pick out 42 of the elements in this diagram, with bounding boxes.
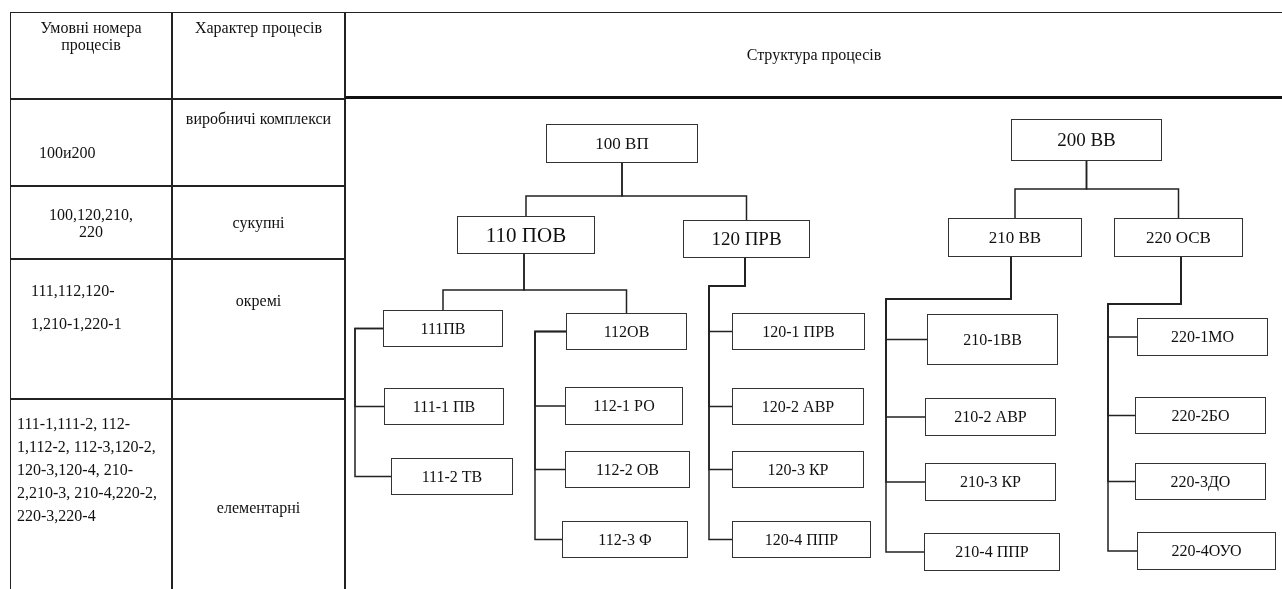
- table-cell: виробничі комплекси: [172, 99, 345, 186]
- process-box: 220-1МО: [1137, 318, 1268, 356]
- connector-line: [523, 253, 628, 314]
- process-box: 200 ВВ: [1011, 119, 1162, 161]
- process-box: 220 ОСВ: [1114, 218, 1243, 257]
- process-box: 120-3 КР: [732, 451, 864, 488]
- process-box: 111-1 ПВ: [384, 388, 504, 425]
- process-box: 220-2БО: [1135, 397, 1266, 434]
- connector-line: [708, 257, 746, 541]
- column-header: Структура процесів: [345, 12, 1282, 99]
- process-box: 112-1 РО: [565, 387, 683, 425]
- process-box: 210-2 АВР: [925, 398, 1056, 436]
- process-box: 112-3 Ф: [562, 521, 688, 558]
- process-box: 120-2 АВР: [732, 388, 864, 425]
- column-header: Характер процесів: [172, 12, 345, 99]
- process-box: 210 ВВ: [948, 218, 1082, 257]
- process-box: 120-1 ПРВ: [732, 313, 865, 350]
- process-box: 100 ВП: [546, 124, 698, 163]
- connector-line: [534, 330, 567, 541]
- table-cell: сукупні: [172, 186, 345, 259]
- table-cell: 111-1,111-2, 112-1,112-2, 112-3,120-2, 120-3,120-4, 210-2,210-3, 210-4,220-2, 220-3,220-4: [10, 399, 172, 589]
- process-box: 220-3ДО: [1135, 463, 1266, 500]
- process-box: 210-1ВВ: [927, 314, 1058, 365]
- table-cell: 111,112,120- 1,210-1,220-1: [10, 259, 172, 399]
- process-box: 111ПВ: [383, 310, 503, 347]
- table-cell: 100и200: [10, 99, 172, 186]
- column-header: Умовні номера процесів: [10, 12, 172, 99]
- table-cell: 100,120,210, 220: [10, 186, 172, 259]
- process-box: 112-2 ОВ: [565, 451, 690, 488]
- table-cell: елементарні: [172, 399, 345, 589]
- process-box: 110 ПОВ: [457, 216, 595, 254]
- process-box: 120 ПРВ: [683, 220, 810, 258]
- connector-line: [621, 162, 748, 221]
- process-box: 210-4 ППР: [924, 533, 1060, 571]
- process-box: 210-3 КР: [925, 463, 1056, 501]
- process-box: 112ОВ: [566, 313, 687, 350]
- connector-line: [1085, 160, 1180, 219]
- table-cell: окремі: [172, 259, 345, 399]
- process-box: 111-2 ТВ: [391, 458, 513, 495]
- connector-line: [354, 327, 392, 478]
- process-box: 220-4ОУО: [1137, 532, 1276, 570]
- process-box: 120-4 ППР: [732, 521, 871, 558]
